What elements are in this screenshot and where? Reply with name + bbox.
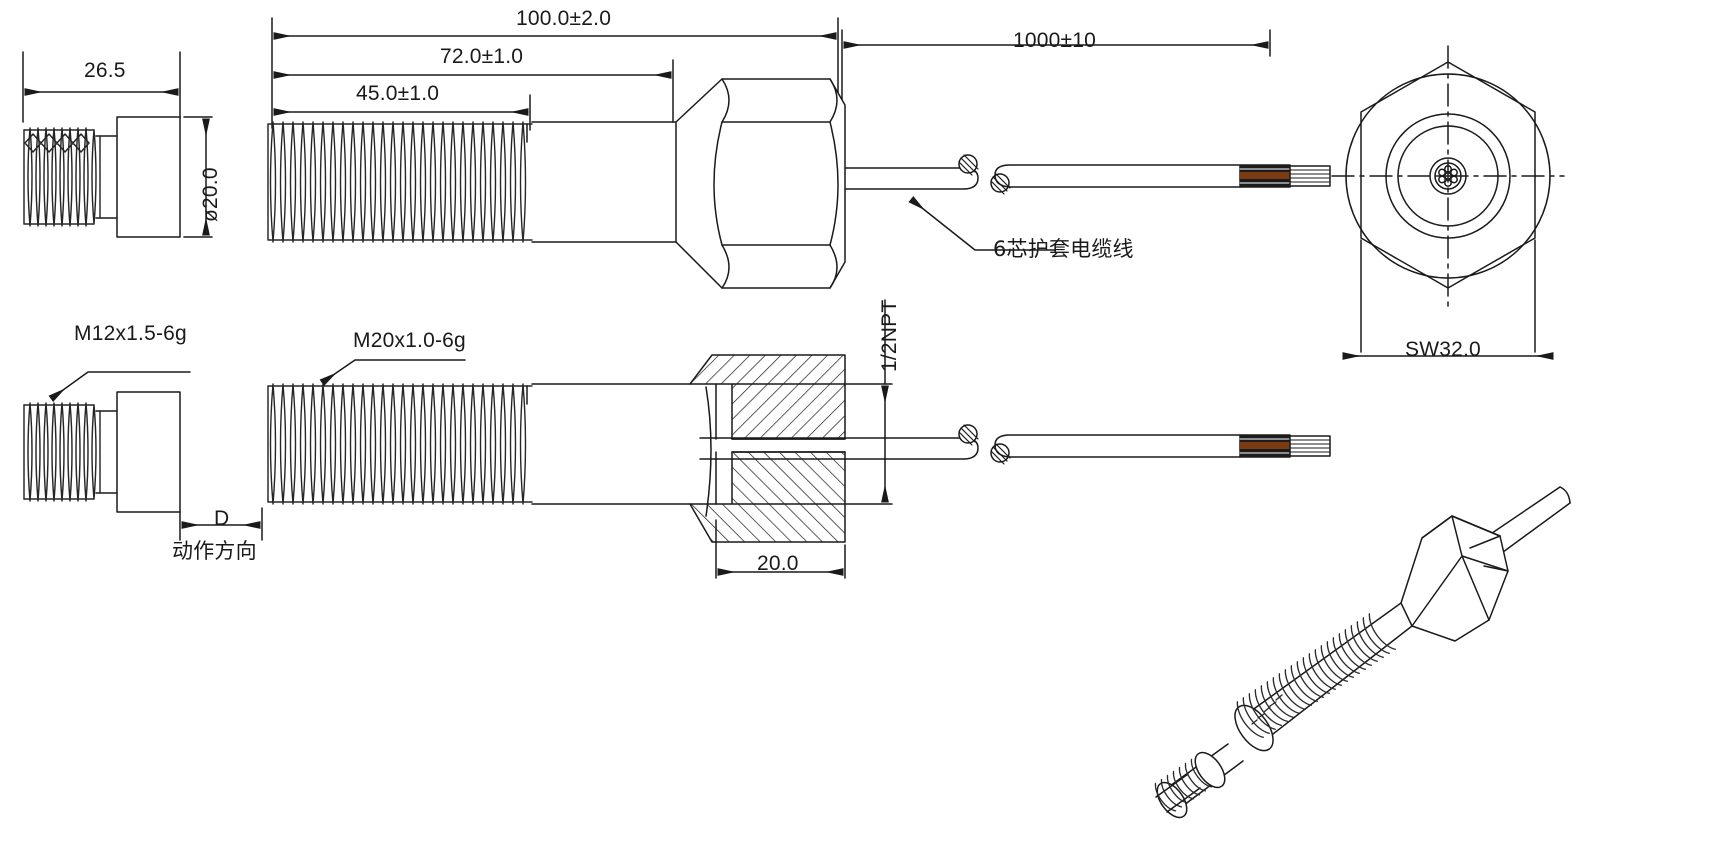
hex-end-view [1331,45,1565,360]
dim-26_5 [22,51,181,123]
dim-72 [273,59,674,123]
thread-m20-bottom [267,385,533,503]
dim-npt [844,299,893,505]
dim-dia20 [183,116,213,238]
dim-label-thread-length: 45.0±1.0 [356,82,440,105]
dim-label-travel-gap: D [214,507,230,530]
dim-label-plunger-length: 26.5 [84,59,126,82]
dim-label-npt-thread: 1/2NPT [878,299,901,372]
callout-cable-note: 6芯护套电缆线 [993,237,1134,261]
thread-m12-bottom [23,402,101,502]
iso-thread-m12 [1154,758,1213,812]
thread-m20-bottom-crests [269,383,527,505]
dim-D [179,507,263,541]
callout-small-thread: M12x1.5-6g [74,322,187,345]
thread-m12-top-body [23,127,101,227]
thread-m20-top [267,123,533,241]
dim-label-thread-to-hex: 72.0±1.0 [440,45,524,68]
iso-view [1154,486,1571,819]
callout-travel-direction: 动作方向 [172,539,257,563]
iso-thread-m20 [1251,694,1283,725]
dim-20 [715,519,846,579]
dim-label-cable-length: 1000±10 [1013,29,1097,52]
thread-m20-top-crests [269,121,527,243]
dim-label-body-diameter: ø20.0 [199,167,222,222]
dim-label-npt-depth: 20.0 [757,552,799,575]
callout-main-thread: M20x1.0-6g [353,329,466,352]
dim-label-hex-width: SW32.0 [1405,338,1481,361]
dim-label-overall-length: 100.0±2.0 [516,7,612,30]
